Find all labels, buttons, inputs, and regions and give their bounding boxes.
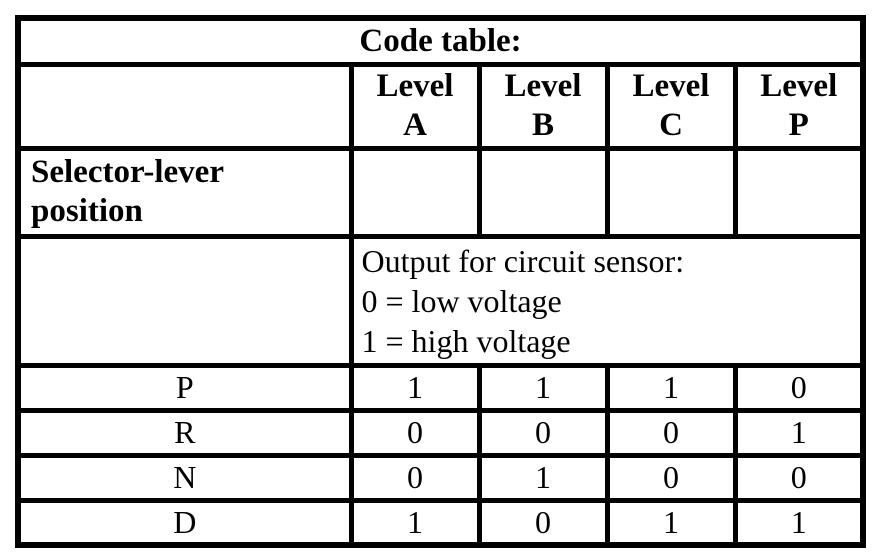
- empty-cell: [604, 145, 738, 239]
- empty-corner-cell: [15, 61, 354, 151]
- table-title: Code table:: [15, 15, 866, 67]
- row-label: P: [15, 362, 354, 413]
- value-cell: 0: [348, 452, 482, 503]
- col-header-word: Level: [376, 68, 454, 105]
- empty-cell: [15, 233, 354, 368]
- row-label: D: [15, 497, 354, 548]
- value-cell: 1: [476, 362, 610, 413]
- col-header-letter: B: [531, 107, 554, 143]
- code-table: Code table: Level A Level B Level C Leve…: [15, 15, 867, 549]
- value-cell: 1: [732, 407, 866, 458]
- value-cell: 1: [476, 452, 610, 503]
- col-header-level-a: Level A: [348, 61, 482, 151]
- col-header-level-p: Level P: [732, 61, 866, 151]
- value-cell: 0: [348, 407, 482, 458]
- col-header-level-c: Level C: [604, 61, 738, 151]
- col-header-word: Level: [504, 68, 582, 105]
- row-label: N: [15, 452, 354, 503]
- value-cell: 0: [732, 362, 866, 413]
- selector-lever-position-label: Selector-lever position: [15, 145, 354, 239]
- title-row: Code table:: [15, 15, 866, 67]
- empty-cell: [348, 145, 482, 239]
- value-cell: 0: [476, 497, 610, 548]
- value-cell: 0: [604, 407, 738, 458]
- table-row-d: D 1 0 1 1: [15, 497, 866, 548]
- legend-row: Output for circuit sensor: 0 = low volta…: [15, 233, 866, 368]
- row-label: R: [15, 407, 354, 458]
- value-cell: 1: [732, 497, 866, 548]
- empty-cell: [732, 145, 866, 239]
- output-legend: Output for circuit sensor: 0 = low volta…: [348, 233, 866, 368]
- value-cell: 1: [604, 362, 738, 413]
- col-header-letter: C: [659, 107, 683, 143]
- table-row-p: P 1 1 1 0: [15, 362, 866, 413]
- table-row-r: R 0 0 0 1: [15, 407, 866, 458]
- empty-cell: [476, 145, 610, 239]
- col-header-letter: P: [788, 107, 809, 143]
- table-row-n: N 0 1 0 0: [15, 452, 866, 503]
- value-cell: 0: [476, 407, 610, 458]
- col-header-word: Level: [760, 68, 838, 105]
- col-header-word: Level: [632, 68, 710, 105]
- legend-line-low: 0 = low voltage: [361, 282, 562, 319]
- value-cell: 1: [348, 362, 482, 413]
- legend-line-high: 1 = high voltage: [361, 322, 571, 359]
- value-cell: 0: [732, 452, 866, 503]
- col-header-level-b: Level B: [476, 61, 610, 151]
- legend-line-output: Output for circuit sensor:: [361, 242, 685, 279]
- column-header-row: Level A Level B Level C Level P: [15, 61, 866, 151]
- value-cell: 1: [604, 497, 738, 548]
- selector-lever-row: Selector-lever position: [15, 145, 866, 239]
- col-header-letter: A: [403, 107, 427, 143]
- value-cell: 0: [604, 452, 738, 503]
- value-cell: 1: [348, 497, 482, 548]
